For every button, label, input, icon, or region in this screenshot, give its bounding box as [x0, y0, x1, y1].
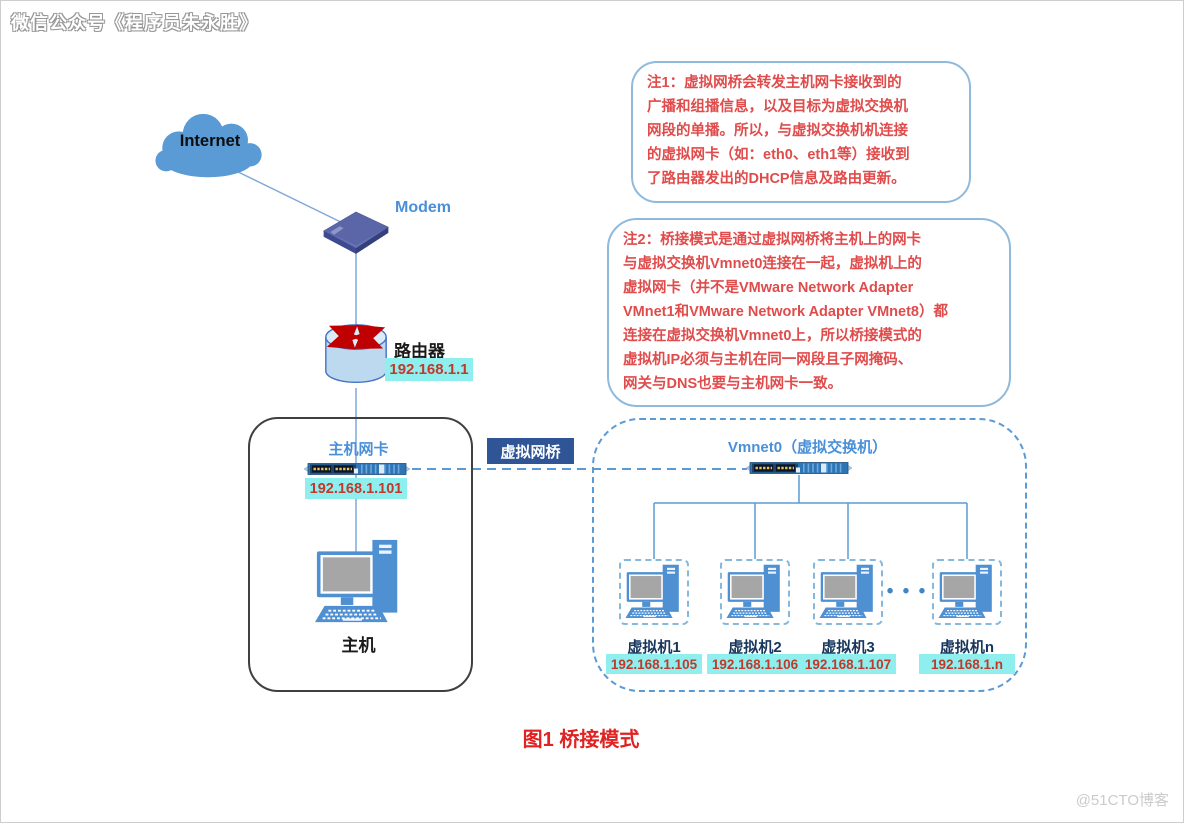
note1-line: 的虚拟网卡（如：eth0、eth1等）接收到 — [647, 146, 910, 163]
connector-vmnet-tree — [653, 475, 968, 559]
router-label: 路由器 — [394, 342, 445, 361]
vmn-dashed-box — [932, 559, 1002, 625]
note2-line: VMnet1和VMware Network Adapter VMnet8）都 — [623, 303, 948, 320]
host-container — [248, 417, 473, 692]
note1-box: 注1：虚拟网桥会转发主机网卡接收到的 广播和组播信息，以及目标为虚拟交换机 网段… — [631, 61, 971, 203]
vm-ellipsis: • • • — [886, 581, 928, 602]
note2-line: 连接在虚拟交换机Vmnet0上，所以桥接模式的 — [623, 327, 922, 344]
vm3-dashed-box — [813, 559, 883, 625]
note2-line: 虚拟网卡（并不是VMware Network Adapter — [623, 279, 914, 296]
vmnet0-container — [592, 418, 1027, 692]
figure-caption: 图1 桥接模式 — [522, 729, 640, 751]
vm1-ip-badge: 192.168.1.105 — [606, 654, 702, 674]
virtual-bridge-tag: 虚拟网桥 — [487, 438, 574, 464]
host-pc-label: 主机 — [341, 636, 376, 655]
host-nic-icon — [303, 462, 411, 476]
note2-line: 与虚拟交换机Vmnet0连接在一起，虚拟机上的 — [623, 255, 922, 272]
note2-line: 网关与DNS也要与主机网卡一致。 — [623, 375, 843, 392]
top-watermark: 微信公众号《程序员朱永胜》 — [11, 13, 258, 33]
vmn-label: 虚拟机n — [939, 639, 995, 656]
internet-label: Internet — [179, 132, 241, 150]
note1-line: 了路由器发出的DHCP信息及路由更新。 — [647, 170, 906, 187]
vmnet0-switch-icon — [745, 461, 853, 475]
vm1-label: 虚拟机1 — [627, 639, 681, 656]
note1-line: 网段的单播。所以，与虚拟交换机机连接 — [647, 122, 908, 139]
host-nic-ip-badge: 192.168.1.101 — [305, 478, 407, 499]
note2-line: 注2：桥接模式是通过虚拟网桥将主机上的网卡 — [623, 232, 922, 248]
vm1-pc-icon — [623, 563, 685, 621]
vm3-pc-icon — [817, 563, 879, 621]
vm3-ip-badge: 192.168.1.107 — [800, 654, 896, 674]
vmn-ip-badge: 192.168.1.n — [919, 654, 1015, 674]
vmn-pc-icon — [936, 563, 998, 621]
note1-line: 注1：虚拟网桥会转发主机网卡接收到的 — [647, 75, 902, 91]
vm2-dashed-box — [720, 559, 790, 625]
vm2-ip-badge: 192.168.1.106 — [707, 654, 803, 674]
host-nic-label: 主机网卡 — [328, 441, 389, 458]
host-pc-icon — [311, 538, 407, 626]
note1-line: 广播和组播信息，以及目标为虚拟交换机 — [647, 98, 908, 115]
bottom-watermark: @51CTO博客 — [1075, 792, 1169, 809]
connector-internet-modem — [227, 166, 354, 229]
modem-label: Modem — [395, 199, 451, 216]
note2-line: 虚拟机IP必须与主机在同一网段且子网掩码、 — [623, 351, 913, 368]
router-ip-badge: 192.168.1.1 — [385, 358, 473, 381]
vm2-label: 虚拟机2 — [728, 639, 782, 656]
router-icon — [323, 321, 389, 389]
vm1-dashed-box — [619, 559, 689, 625]
modem-icon — [316, 206, 396, 256]
note2-box: 注2：桥接模式是通过虚拟网桥将主机上的网卡 与虚拟交换机Vmnet0连接在一起，… — [607, 218, 1011, 408]
vm2-pc-icon — [724, 563, 786, 621]
vmnet0-label: Vmnet0（虚拟交换机） — [727, 439, 888, 456]
vm3-label: 虚拟机3 — [821, 639, 875, 656]
